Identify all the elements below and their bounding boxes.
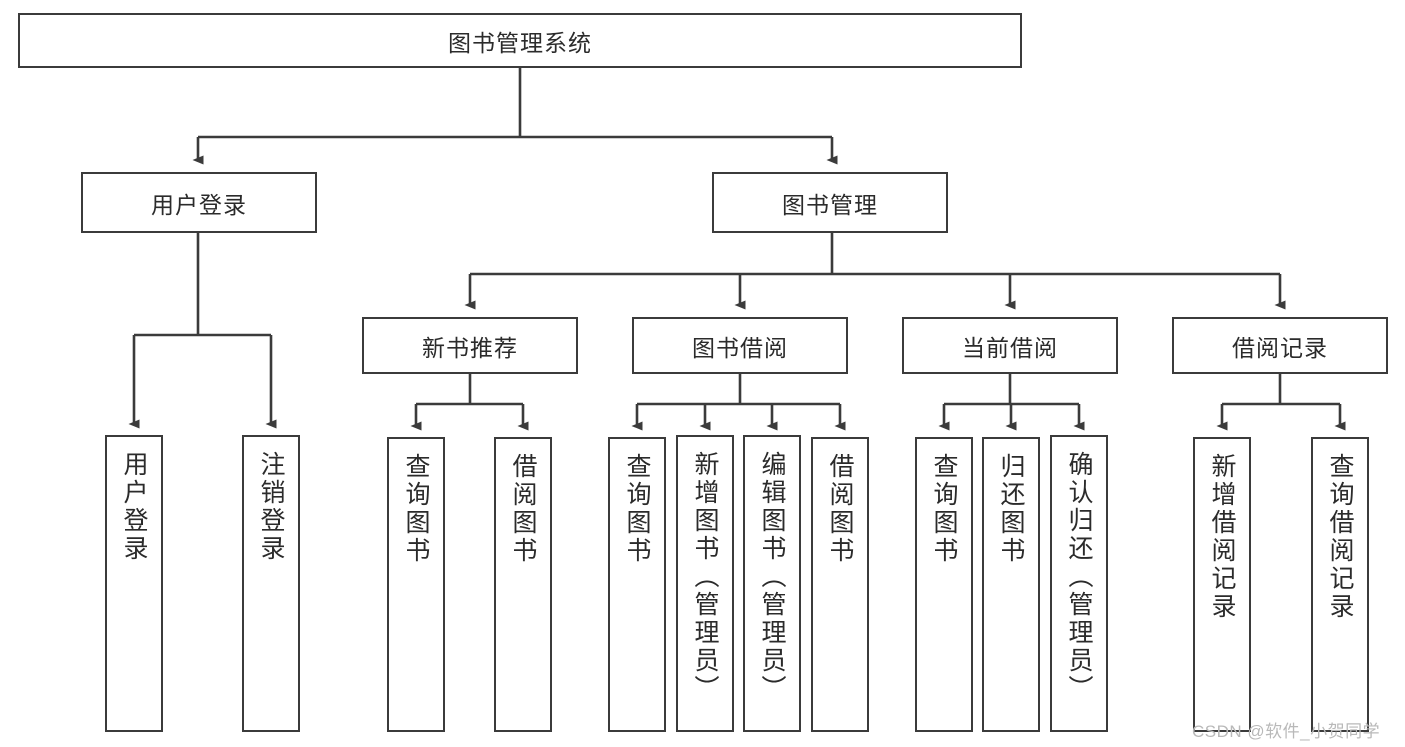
- node-label: 查询图书: [623, 453, 651, 565]
- node-book-management[interactable]: 图书管理: [712, 172, 948, 233]
- leaf-return-book[interactable]: 归还图书: [982, 437, 1040, 732]
- leaf-logout[interactable]: 注销登录: [242, 435, 300, 732]
- node-new-book-recommend[interactable]: 新书推荐: [362, 317, 578, 374]
- node-label: 图书借阅: [692, 334, 788, 361]
- node-label: 当前借阅: [962, 334, 1058, 361]
- node-user-login[interactable]: 用户登录: [81, 172, 317, 233]
- node-label: 查询借阅记录: [1326, 453, 1354, 621]
- node-root-book-management-system[interactable]: 图书管理系统: [18, 13, 1022, 68]
- leaf-add-borrow-record[interactable]: 新增借阅记录: [1193, 437, 1251, 732]
- node-label: 新增图书（管理员）: [691, 451, 719, 703]
- node-borrow-record[interactable]: 借阅记录: [1172, 317, 1388, 374]
- leaf-user-login[interactable]: 用户登录: [105, 435, 163, 732]
- node-label: 图书管理系统: [448, 29, 592, 56]
- node-current-borrow[interactable]: 当前借阅: [902, 317, 1118, 374]
- node-label: 用户登录: [151, 191, 247, 218]
- leaf-query-book-current[interactable]: 查询图书: [915, 437, 973, 732]
- node-label: 注销登录: [257, 451, 285, 563]
- leaf-edit-book-admin[interactable]: 编辑图书（管理员）: [743, 435, 801, 732]
- node-label: 借阅记录: [1232, 334, 1328, 361]
- csdn-watermark: CSDN @软件_小贺同学: [1192, 722, 1381, 741]
- leaf-borrow-book-recommend[interactable]: 借阅图书: [494, 437, 552, 732]
- leaf-query-borrow-record[interactable]: 查询借阅记录: [1311, 437, 1369, 732]
- node-label: 图书管理: [782, 191, 878, 218]
- node-label: 查询图书: [402, 453, 430, 565]
- node-book-borrow[interactable]: 图书借阅: [632, 317, 848, 374]
- leaf-query-book-borrow[interactable]: 查询图书: [608, 437, 666, 732]
- node-label: 归还图书: [997, 453, 1025, 565]
- node-label: 编辑图书（管理员）: [758, 451, 786, 703]
- node-label: 借阅图书: [509, 453, 537, 565]
- leaf-query-book-recommend[interactable]: 查询图书: [387, 437, 445, 732]
- node-label: 借阅图书: [826, 453, 854, 565]
- leaf-add-book-admin[interactable]: 新增图书（管理员）: [676, 435, 734, 732]
- node-label: 确认归还（管理员）: [1065, 451, 1093, 703]
- node-label: 新书推荐: [422, 334, 518, 361]
- leaf-confirm-return-admin[interactable]: 确认归还（管理员）: [1050, 435, 1108, 732]
- node-label: 用户登录: [120, 451, 148, 563]
- node-label: 查询图书: [930, 453, 958, 565]
- leaf-borrow-book[interactable]: 借阅图书: [811, 437, 869, 732]
- node-label: 新增借阅记录: [1208, 453, 1236, 621]
